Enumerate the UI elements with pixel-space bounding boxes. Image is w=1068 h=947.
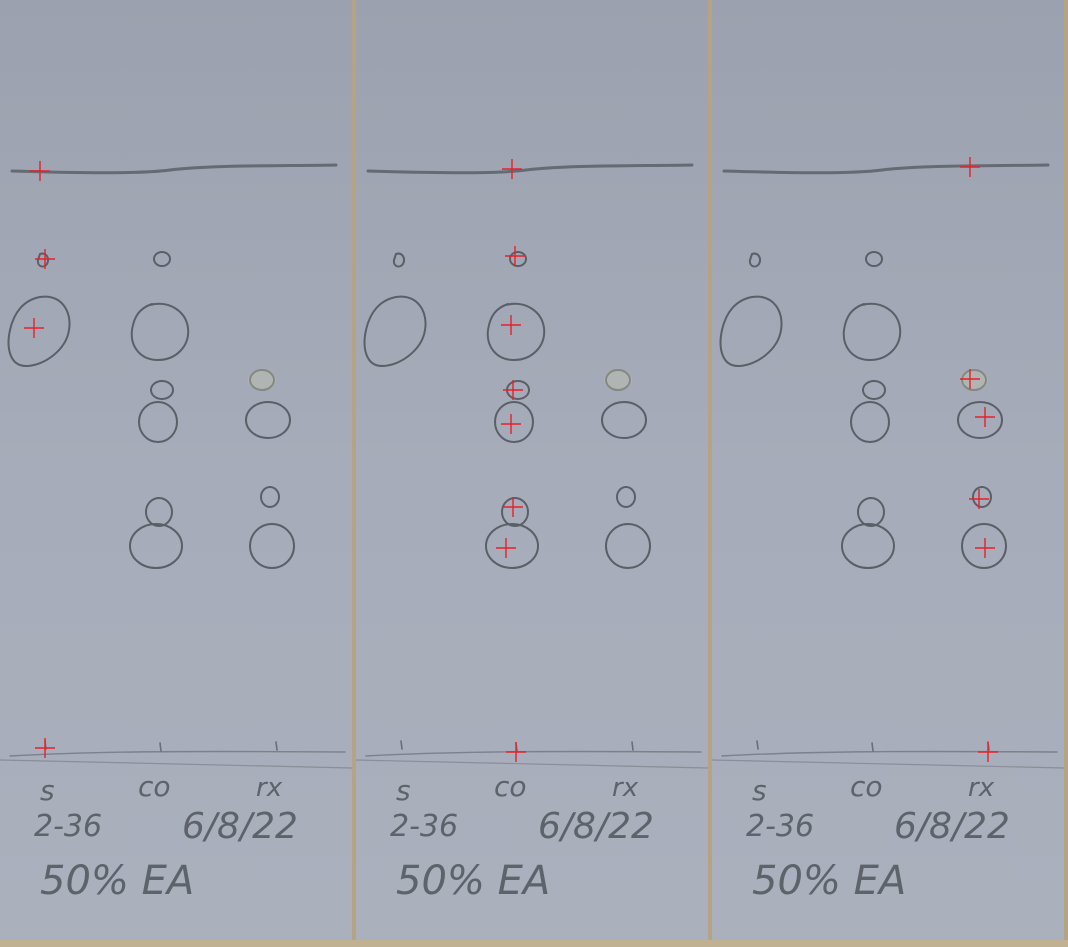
lane-label-co: co bbox=[494, 770, 527, 803]
solvent-text: 50% EA bbox=[396, 858, 550, 904]
plate-panel-2: s co rx 2-36 6/8/22 50% EA bbox=[354, 0, 710, 942]
solvent-text: 50% EA bbox=[752, 858, 906, 904]
lane-label-rx: rx bbox=[968, 773, 995, 803]
crosshair-marker bbox=[501, 315, 521, 335]
lane-label-co: co bbox=[138, 770, 171, 803]
sample-id-text: 2-36 bbox=[34, 809, 102, 844]
crosshair-marker bbox=[969, 489, 989, 509]
crosshair-marker bbox=[501, 414, 521, 434]
lane-label-s: s bbox=[752, 774, 767, 807]
plate-panel-1: s co rx 2-36 6/8/22 50% EA bbox=[0, 0, 354, 942]
crosshair-marker bbox=[502, 159, 522, 179]
date-text: 6/8/22 bbox=[182, 806, 298, 847]
crosshair-marker bbox=[30, 161, 50, 181]
date-text: 6/8/22 bbox=[894, 806, 1010, 847]
solvent-text: 50% EA bbox=[40, 858, 194, 904]
crosshair-marker bbox=[960, 369, 980, 389]
divider-1 bbox=[352, 0, 356, 947]
crosshair-marker bbox=[503, 380, 523, 400]
lane-label-s: s bbox=[396, 774, 411, 807]
crosshair-marker bbox=[975, 407, 995, 427]
crosshair-marker bbox=[496, 538, 516, 558]
crosshair-marker bbox=[503, 497, 523, 517]
divider-right bbox=[1064, 0, 1068, 947]
sample-id-text: 2-36 bbox=[390, 809, 458, 844]
crosshair-marker bbox=[506, 742, 526, 762]
divider-2 bbox=[708, 0, 712, 947]
crosshair-marker bbox=[505, 246, 525, 266]
crosshair-marker bbox=[24, 318, 44, 338]
date-text: 6/8/22 bbox=[538, 806, 654, 847]
crosshair-marker bbox=[35, 249, 55, 269]
lane-label-co: co bbox=[850, 770, 883, 803]
sample-id-text: 2-36 bbox=[746, 809, 814, 844]
lane-label-rx: rx bbox=[612, 773, 639, 803]
crosshair-marker bbox=[975, 538, 995, 558]
crosshair-marker bbox=[978, 742, 998, 762]
marker-layer bbox=[24, 157, 998, 762]
lane-label-s: s bbox=[40, 774, 55, 807]
crosshair-marker bbox=[35, 738, 55, 758]
bench-strip bbox=[0, 940, 1068, 947]
plate-panel-3: s co rx 2-36 6/8/22 50% EA bbox=[710, 0, 1066, 942]
crosshair-marker bbox=[960, 157, 980, 177]
lane-label-rx: rx bbox=[256, 773, 283, 803]
